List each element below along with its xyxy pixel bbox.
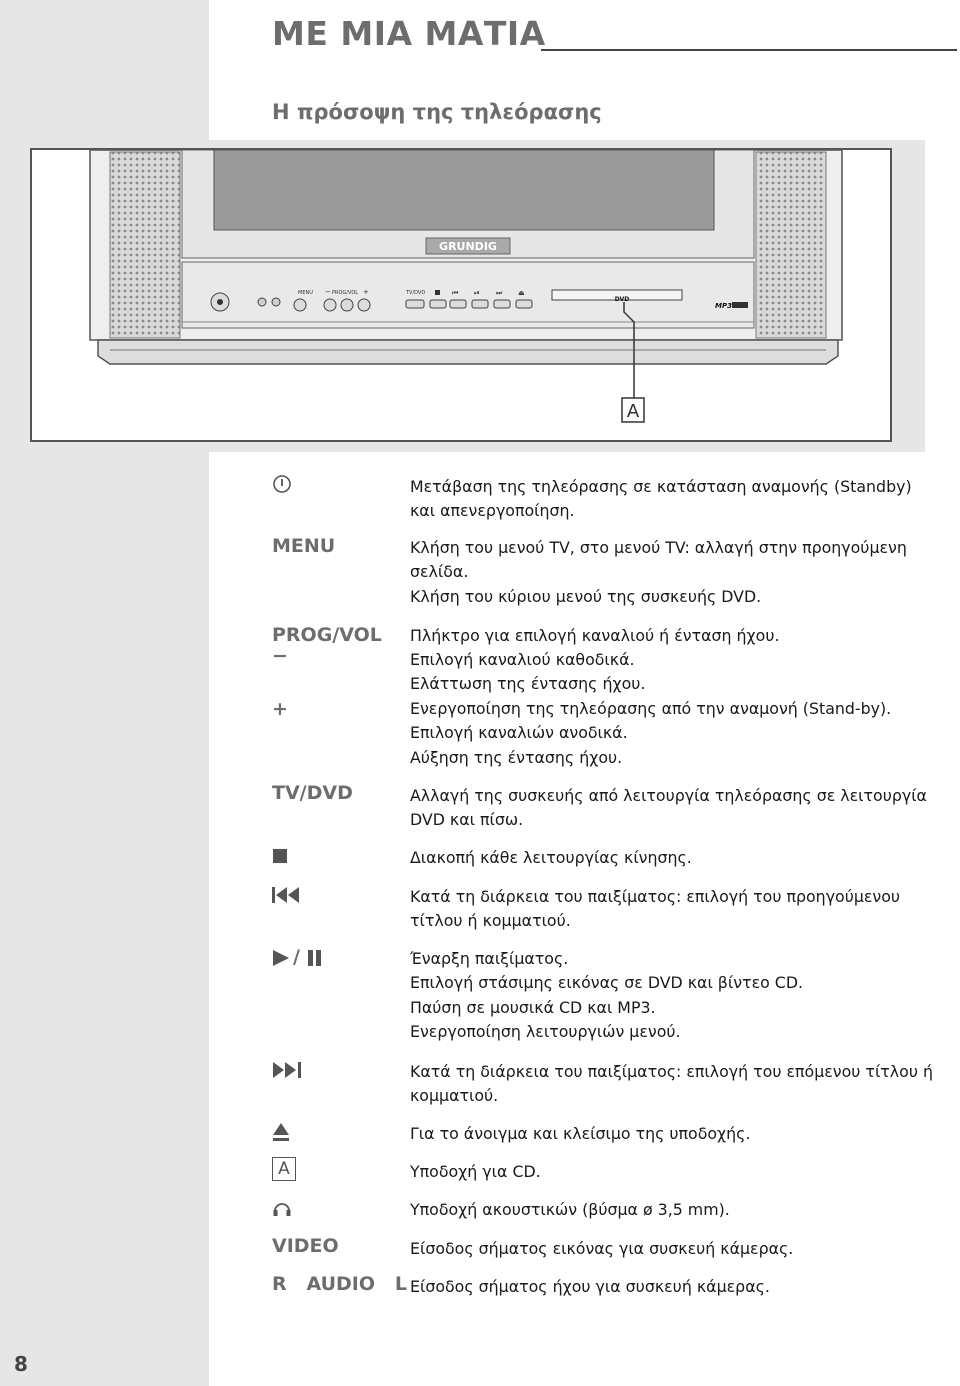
term-audio: R AUDIO L	[272, 1273, 407, 1295]
screen	[213, 150, 715, 231]
disc-slot	[551, 289, 683, 301]
tv-stand	[97, 339, 839, 365]
play-pause-icon: /	[272, 946, 332, 968]
plus-description: Ενεργοποίηση της τηλεόρασης από την αναμ…	[410, 699, 892, 767]
page-number: 8	[14, 1352, 28, 1376]
eject-button	[515, 299, 533, 309]
tv-dvd-description: Αλλαγή της συσκευής από λειτουργία τηλεό…	[410, 786, 927, 830]
svg-text:DVD: DVD	[615, 296, 630, 303]
svg-text:⏭: ⏭	[496, 289, 503, 297]
term-plus: +	[272, 698, 288, 720]
play-button	[471, 299, 489, 309]
previous-description: Κατά τη διάρκεια του παιξίματος: επιλογή…	[410, 887, 901, 931]
power-description: Μετάβαση της τηλεόρασης σε κατάσταση ανα…	[410, 477, 912, 521]
brand-plate	[425, 237, 511, 255]
cd-slot-description: Υποδοχή για CD.	[410, 1162, 541, 1181]
vol-button	[357, 298, 371, 312]
play-pause-description: Έναρξη παιξίματος. Επιλογή στάσιμης εικό…	[410, 949, 804, 1041]
callout-a-icon: A	[272, 1157, 296, 1181]
callout-box	[621, 397, 645, 423]
menu-description: Κλήση του μενού TV, στο μενού TV: αλλαγή…	[410, 538, 907, 606]
svg-text:⏯: ⏯	[474, 289, 480, 297]
audio-description: Είσοδος σήματος ήχου για συσκευή κάμερας…	[410, 1277, 770, 1296]
svg-text:⏏: ⏏	[518, 289, 525, 297]
prog-vol-description: Πλήκτρο για επιλογή καναλιού ή ένταση ήχ…	[410, 626, 780, 645]
play-pause-separator: /	[293, 946, 300, 968]
callout-line	[623, 302, 635, 398]
term-video: VIDEO	[272, 1235, 339, 1257]
page-title: ΜΕ ΜΙΑ ΜΑΤΙΑ	[272, 14, 546, 53]
video-description: Είσοδος σήματος εικόνας για συσκευή κάμε…	[410, 1239, 794, 1258]
term-menu: MENU	[272, 535, 336, 557]
prog-plus-button	[340, 298, 354, 312]
previous-button	[449, 299, 467, 309]
svg-text:PROG/VOL: PROG/VOL	[332, 290, 358, 296]
brand-logo: GRUNDIG	[439, 240, 497, 253]
next-track-icon	[273, 1062, 301, 1078]
stop-button	[429, 299, 447, 309]
headphones-icon	[273, 1203, 291, 1216]
menu-button	[293, 298, 307, 312]
next-button	[493, 299, 511, 309]
eject-description: Για το άνοιγμα και κλείσιμο της υποδοχής…	[410, 1124, 751, 1143]
right-speaker-grill	[755, 151, 827, 339]
prog-minus-button	[323, 298, 337, 312]
section-title: Η πρόσοψη της τηλεόρασης	[272, 100, 602, 124]
term-tv-dvd: TV/DVD	[272, 782, 353, 804]
previous-track-icon	[272, 887, 299, 903]
eject-icon	[273, 1123, 289, 1141]
stop-icon	[273, 849, 287, 863]
svg-text:TV/DVD: TV/DVD	[405, 290, 425, 296]
tv-front-figure: GRUNDIG MENU − PROG/VOL + TV/DVD ⏮ ⏯ ⏭ ⏏	[30, 148, 892, 442]
term-prog-vol: PROG/VOL	[272, 624, 382, 646]
title-rule	[541, 49, 957, 51]
headphones-description: Υποδοχή ακουστικών (βύσμα ø 3,5 mm).	[410, 1200, 730, 1219]
svg-text:+: +	[363, 288, 369, 296]
svg-text:MP3: MP3	[715, 302, 732, 310]
power-icon	[273, 475, 291, 493]
svg-text:MENU: MENU	[298, 290, 313, 296]
svg-text:⏮: ⏮	[452, 289, 458, 297]
left-speaker-grill	[109, 151, 181, 339]
term-minus: −	[272, 645, 288, 667]
stop-description: Διακοπή κάθε λειτουργίας κίνησης.	[410, 848, 692, 867]
svg-text:−: −	[325, 288, 331, 296]
tv-dvd-button	[405, 299, 425, 309]
next-description: Κατά τη διάρκεια του παιξίματος: επιλογή…	[410, 1062, 933, 1106]
svg-text:A: A	[627, 401, 640, 422]
minus-description: Επιλογή καναλιού καθοδικά. Ελάττωση της …	[410, 650, 646, 694]
